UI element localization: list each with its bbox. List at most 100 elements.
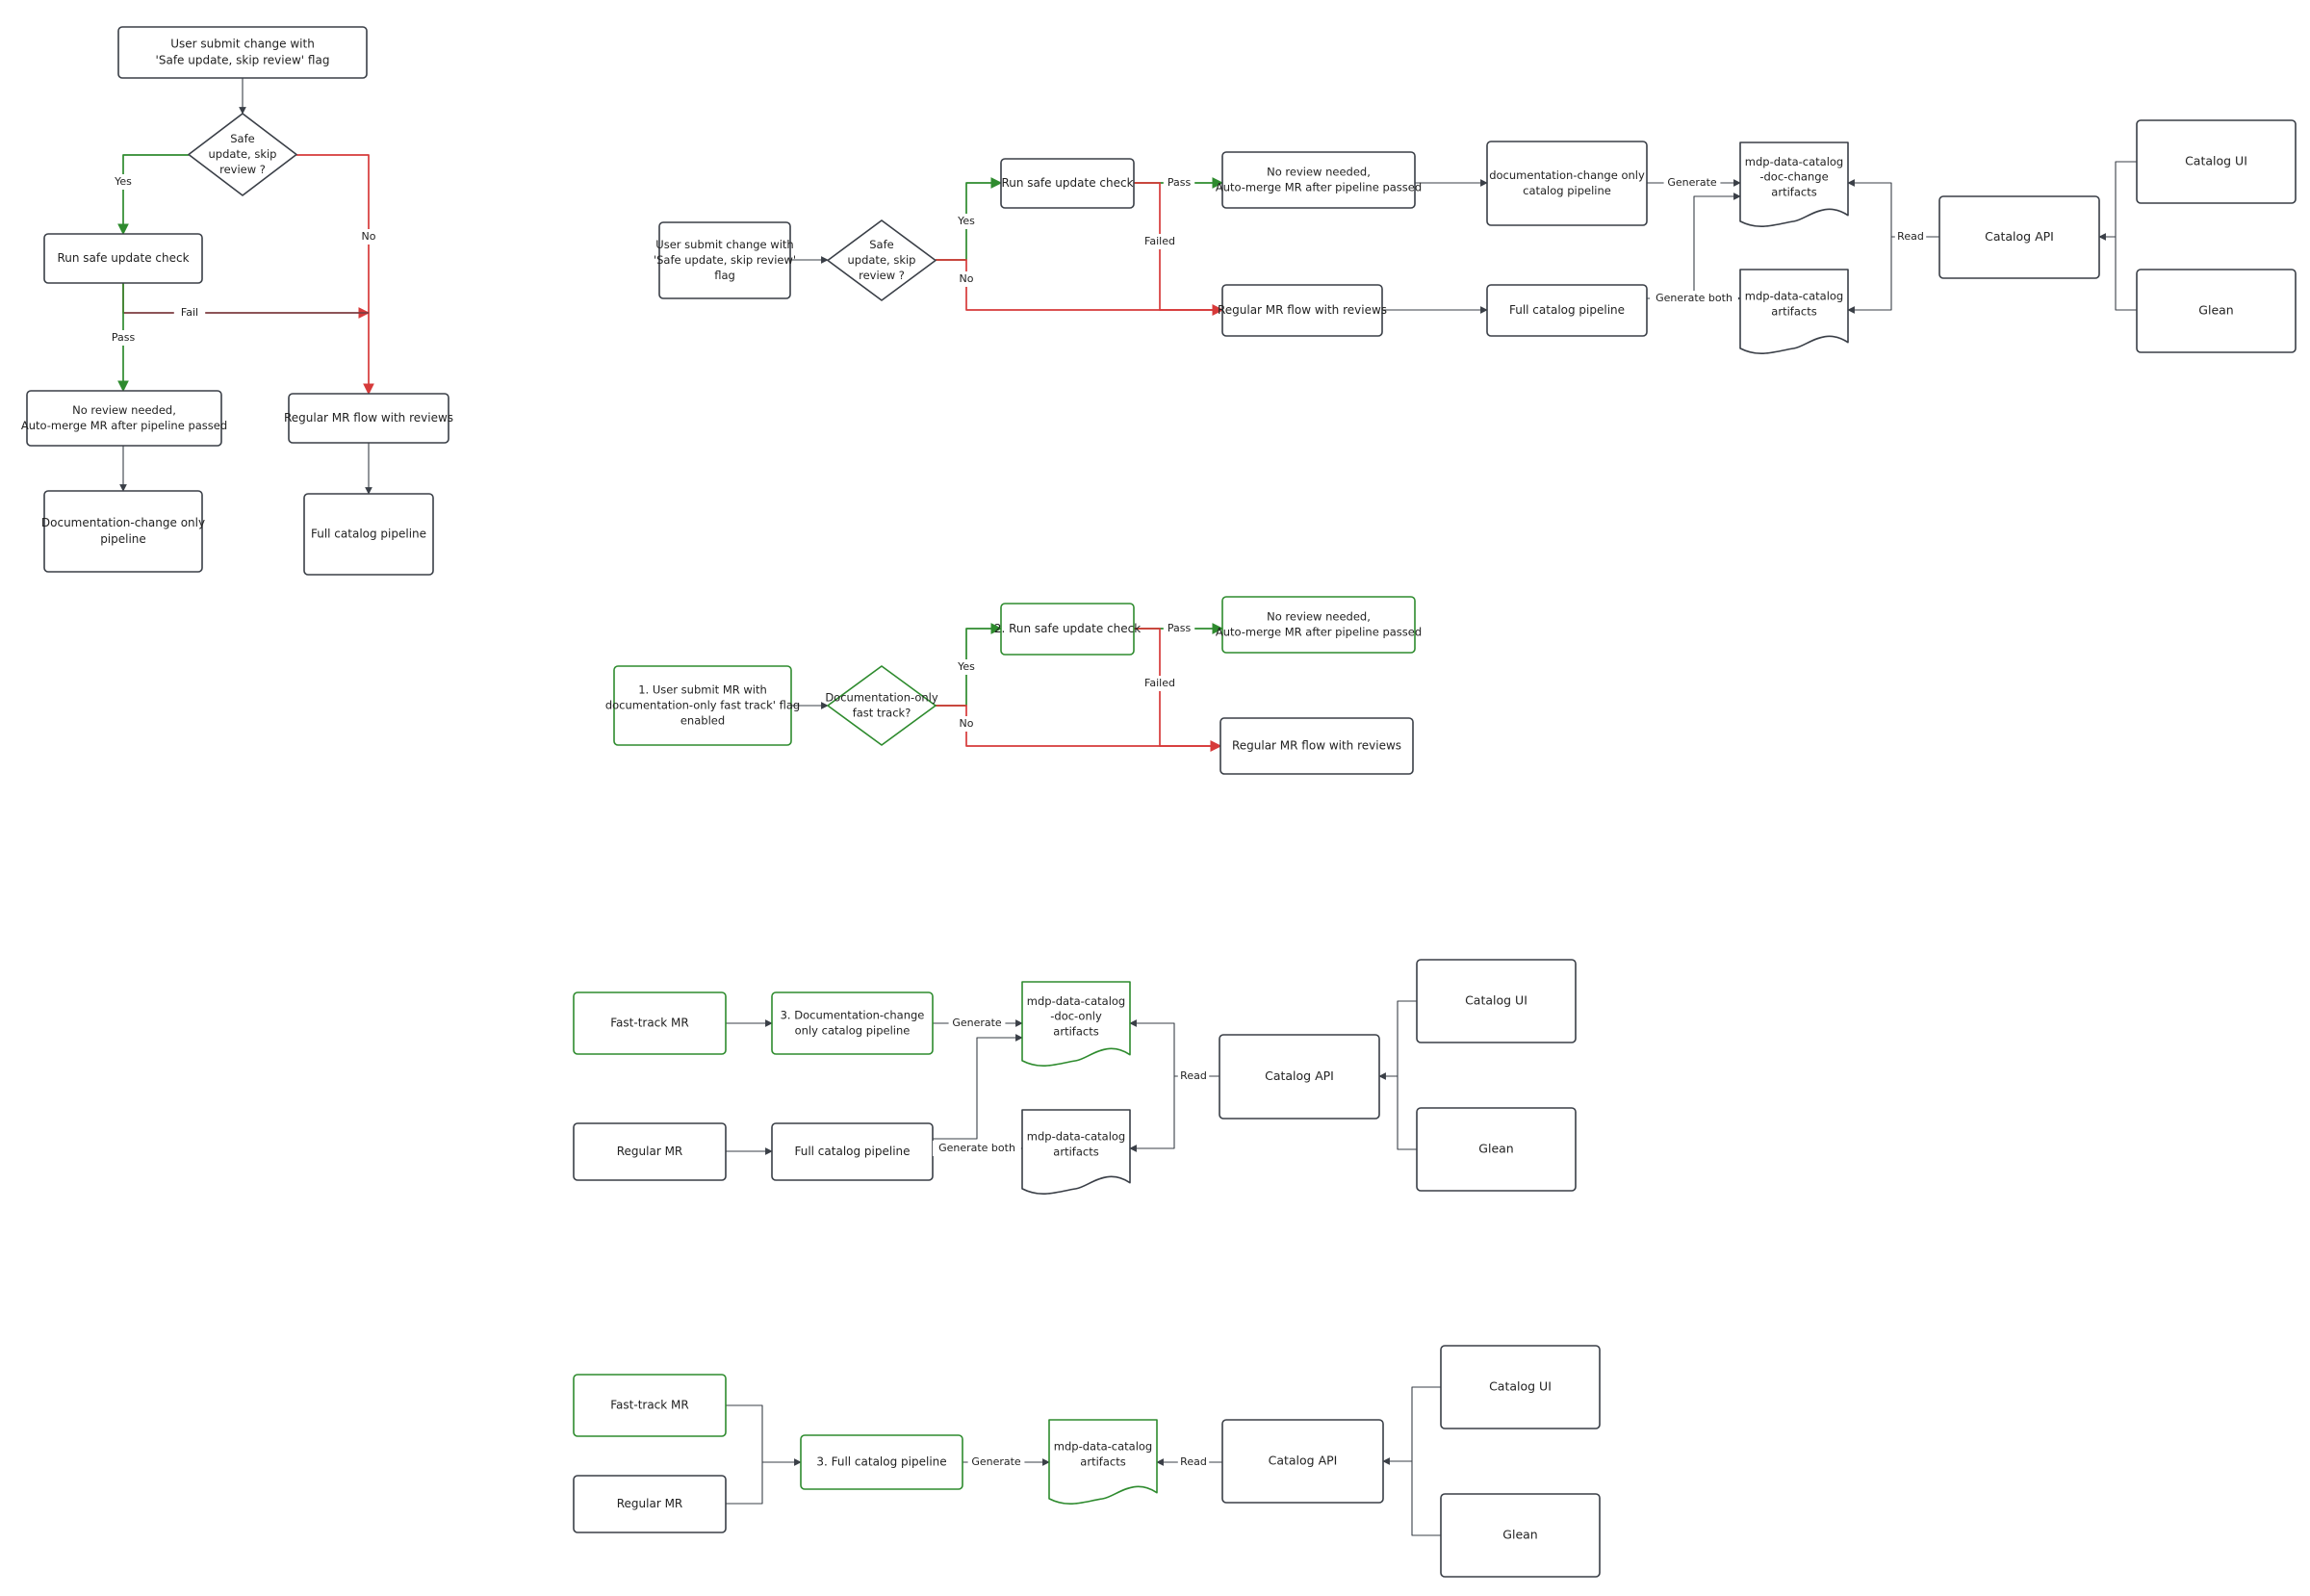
d4-api-shape (1219, 1034, 1380, 1120)
d5-ui[interactable]: Catalog UI (1440, 1345, 1601, 1429)
d1-decision-yes (117, 154, 189, 236)
d4-art-shape (1021, 1109, 1131, 1196)
d2-api-read-b (1847, 237, 1892, 314)
d2-ui[interactable]: Catalog UI (2136, 119, 2297, 204)
d4-regular-shape (573, 1122, 727, 1181)
d1-label-pass-bg (107, 330, 140, 346)
d2-doc-shape (1486, 141, 1648, 226)
d4-doc-shape (771, 991, 934, 1055)
d1-regular[interactable]: Regular MR flow with reviews (284, 393, 453, 444)
d1-auto[interactable]: No review needed,Auto-merge MR after pip… (21, 390, 227, 447)
d2-auto-text: No review needed, (1267, 166, 1371, 179)
d3-regular[interactable]: Regular MR flow with reviews (1219, 717, 1414, 775)
d1-label-fail-bg (173, 305, 206, 321)
d5-glean[interactable]: Glean (1440, 1493, 1601, 1578)
d1-decision-text: Safe (230, 132, 254, 145)
d5-glean-text: Glean (1502, 1528, 1537, 1542)
d4-regular-text: Regular MR (617, 1145, 683, 1158)
d2-full[interactable]: Full catalog pipeline (1486, 284, 1648, 337)
d3-auto[interactable]: No review needed,Auto-merge MR after pip… (1216, 596, 1422, 654)
d3-start[interactable]: 1. User submit MR with documentation-only… (605, 665, 800, 746)
d4-api-read-a (1129, 1019, 1219, 1077)
d1-check[interactable]: Run safe update check (43, 233, 203, 284)
d2-glean-to-api (2115, 237, 2137, 311)
d3-check-text: 2. Run safe update check (994, 622, 1141, 635)
d2-label-generate: Generate (1667, 176, 1717, 189)
d3-label-yes: Yes (957, 660, 975, 673)
d1-label-no-bg (359, 229, 378, 245)
d5-regular-merge (726, 1462, 763, 1505)
d1-full-shape (303, 493, 434, 576)
node-layer: User submit change with'Safe update, ski… (21, 26, 2297, 1578)
d3-auto-text: No review needed, (1267, 610, 1371, 624)
d1-start[interactable]: User submit change with'Safe update, ski… (117, 26, 368, 79)
d4-label-read-bg (1177, 1068, 1210, 1084)
d1-decision-shape (188, 113, 297, 196)
d1-regular-shape (288, 393, 449, 444)
d3-start-text: documentation-only fast track' flag (605, 699, 800, 712)
d2-regular[interactable]: Regular MR flow with reviews (1218, 284, 1387, 337)
d5-api[interactable]: Catalog API (1221, 1419, 1384, 1504)
d2-check[interactable]: Run safe update check (1000, 158, 1135, 209)
d4-glean-to-api (1397, 1076, 1417, 1150)
d2-start[interactable]: User submit change with'Safe update, ski… (654, 221, 796, 299)
d1-check-text: Run safe update check (57, 251, 189, 265)
d2-api[interactable]: Catalog API (1938, 195, 2100, 279)
d5-glean-to-api (1411, 1461, 1441, 1536)
d2-ui-shape (2136, 119, 2297, 204)
d3-label-pass: Pass (1168, 622, 1192, 634)
d3-auto-shape (1221, 596, 1416, 654)
d2-glean-text: Glean (2198, 303, 2233, 318)
d4-ui[interactable]: Catalog UI (1416, 959, 1577, 1043)
d4-fast[interactable]: Fast-track MR (573, 991, 727, 1055)
d1-full[interactable]: Full catalog pipeline (303, 493, 434, 576)
d4-label-read: Read (1180, 1069, 1207, 1082)
d3-start-text: 1. User submit MR with (638, 683, 767, 697)
d3-decision-text: fast track? (853, 706, 911, 719)
d2-doc-art-text: -doc-change (1759, 170, 1828, 184)
d1-start-shape (117, 26, 368, 79)
d4-glean[interactable]: Glean (1416, 1107, 1577, 1192)
d4-full-shape (771, 1122, 934, 1181)
d4-doc-art-text: -doc-only (1050, 1010, 1102, 1023)
d2-regular-shape (1221, 284, 1383, 337)
d5-fast[interactable]: Fast-track MR (573, 1374, 727, 1437)
d5-api-shape (1221, 1419, 1384, 1504)
d2-label-no-bg (957, 271, 976, 287)
d4-regular[interactable]: Regular MR (573, 1122, 727, 1181)
d1-check-fail (122, 283, 371, 319)
d2-check-text: Run safe update check (1001, 176, 1133, 190)
d2-auto[interactable]: No review needed,Auto-merge MR after pip… (1216, 151, 1422, 209)
d1-auto-text: Auto-merge MR after pipeline passed (21, 419, 227, 432)
d5-fast-shape (573, 1374, 727, 1437)
d4-full[interactable]: Full catalog pipeline (771, 1122, 934, 1181)
d2-doc-art-shape (1739, 142, 1849, 228)
d2-full-shape (1486, 284, 1648, 337)
d2-glean[interactable]: Glean (2136, 269, 2297, 353)
d3-check[interactable]: 2. Run safe update check (994, 603, 1141, 656)
d4-api[interactable]: Catalog API (1219, 1034, 1380, 1120)
d5-regular[interactable]: Regular MR (573, 1475, 727, 1533)
d4-doc-text: 3. Documentation-change (781, 1009, 925, 1022)
d1-label-no: No (362, 230, 376, 243)
d3-check-shape (1000, 603, 1135, 656)
d4-glean-text: Glean (1478, 1142, 1513, 1156)
d1-check-shape (43, 233, 203, 284)
d5-full[interactable]: 3. Full catalog pipeline (800, 1434, 963, 1490)
d4-api-read-b (1129, 1076, 1175, 1152)
d5-fast-text: Fast-track MR (610, 1399, 689, 1412)
d2-label-yes: Yes (957, 215, 975, 227)
d5-regular-shape (573, 1475, 727, 1533)
d1-label-pass: Pass (112, 331, 136, 344)
